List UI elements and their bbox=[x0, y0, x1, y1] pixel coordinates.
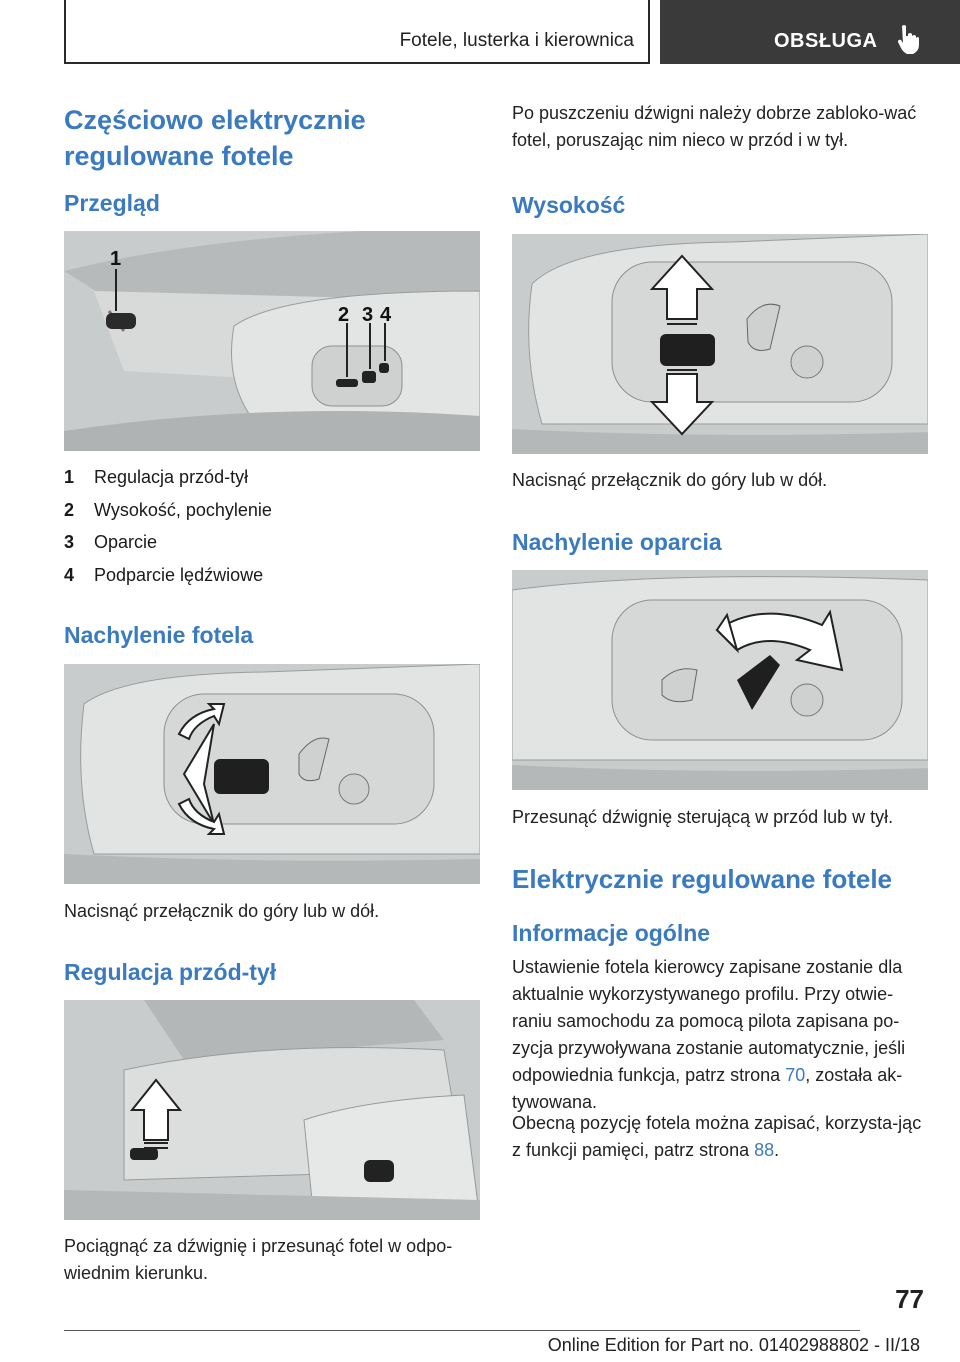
section-title: Fotele, lusterka i kierownica bbox=[399, 30, 634, 51]
page-link-70[interactable]: 70 bbox=[785, 1065, 806, 1085]
list-item: 2 Wysokość, pochylenie bbox=[64, 497, 480, 530]
legend-label: Wysokość, pochylenie bbox=[94, 499, 272, 520]
legend-number: 3 bbox=[64, 532, 75, 552]
tilt-heading: Nachylenie fotela bbox=[64, 622, 254, 648]
callout-4: 4 bbox=[380, 304, 392, 326]
legend-label: Regulacja przód-tył bbox=[94, 467, 249, 487]
edition-text: Online Edition for Part no. 01402988802 … bbox=[547, 1335, 920, 1355]
legend-label: Podparcie lędźwiowe bbox=[94, 564, 264, 585]
backrest-heading: Nachylenie oparcia bbox=[512, 529, 722, 555]
legend-number: 2 bbox=[64, 499, 75, 520]
page-link-88[interactable]: 88 bbox=[754, 1140, 775, 1160]
memory-text-tail: . bbox=[774, 1140, 780, 1160]
general-text-tail: , została ak-tywowana. bbox=[512, 1065, 903, 1112]
callout-3: 3 bbox=[362, 304, 373, 326]
overview-legend: 1 Regulacja przód-tył 2 Wysokość, pochylen… bbox=[64, 464, 480, 594]
callout-2: 2 bbox=[338, 304, 349, 326]
memory-text: Obecną pozycję fotela można zapisać, kor… bbox=[512, 1110, 928, 1164]
legend-number: 4 bbox=[64, 564, 75, 585]
general-heading: Informacje ogólne bbox=[512, 920, 711, 946]
height-heading: Wysokość bbox=[512, 192, 626, 218]
list-item: 4 Podparcie lędźwiowe bbox=[64, 562, 480, 595]
footer-divider bbox=[64, 1330, 860, 1331]
list-item: 1 Regulacja przód-tył bbox=[64, 464, 480, 497]
backrest-text: Przesunąć dźwignię sterującą w przód lub… bbox=[512, 807, 894, 827]
list-item: 3 Oparcie bbox=[64, 529, 480, 562]
height-text: Nacisnąć przełącznik do góry lub w dół. bbox=[512, 470, 828, 490]
legend-number: 1 bbox=[64, 467, 75, 487]
overview-heading: Przegląd bbox=[64, 190, 160, 216]
general-text: Ustawienie fotela kierowcy zapisane zost… bbox=[512, 954, 928, 1116]
backrest-figure bbox=[512, 570, 928, 790]
header-box: Fotele, lusterka i kierownica bbox=[64, 0, 650, 64]
seat-fwd-figure bbox=[64, 1000, 480, 1220]
chapter-tab-label: OBSŁUGA bbox=[774, 30, 878, 52]
fwd-text: Pociągnąć za dźwignię i przesunąć fotel … bbox=[64, 1236, 453, 1283]
seat-height-figure bbox=[512, 234, 928, 454]
memory-text-main: Obecną pozycję fotela można zapisać, kor… bbox=[512, 1113, 922, 1160]
seat-overview-figure: 1 2 3 4 bbox=[64, 231, 480, 451]
fwd-heading: Regulacja przód-tył bbox=[64, 959, 277, 985]
page-number: 77 bbox=[895, 1284, 924, 1314]
tilt-text: Nacisnąć przełącznik do góry lub w dół. bbox=[64, 901, 380, 921]
legend-label: Oparcie bbox=[94, 532, 158, 552]
electric-heading: Elektrycznie regulowane fotele bbox=[512, 864, 893, 894]
seat-tilt-figure bbox=[64, 664, 480, 884]
general-text-main: Ustawienie fotela kierowcy zapisane zost… bbox=[512, 957, 906, 1085]
callout-1: 1 bbox=[110, 248, 121, 270]
hand-pointer-icon bbox=[898, 25, 919, 54]
page-title: Częściowo elektrycznie regulowane fotele bbox=[64, 105, 366, 171]
chapter-tab: OBSŁUGA bbox=[660, 0, 960, 64]
lock-text: Po puszczeniu dźwigni należy dobrze zabl… bbox=[512, 103, 917, 150]
